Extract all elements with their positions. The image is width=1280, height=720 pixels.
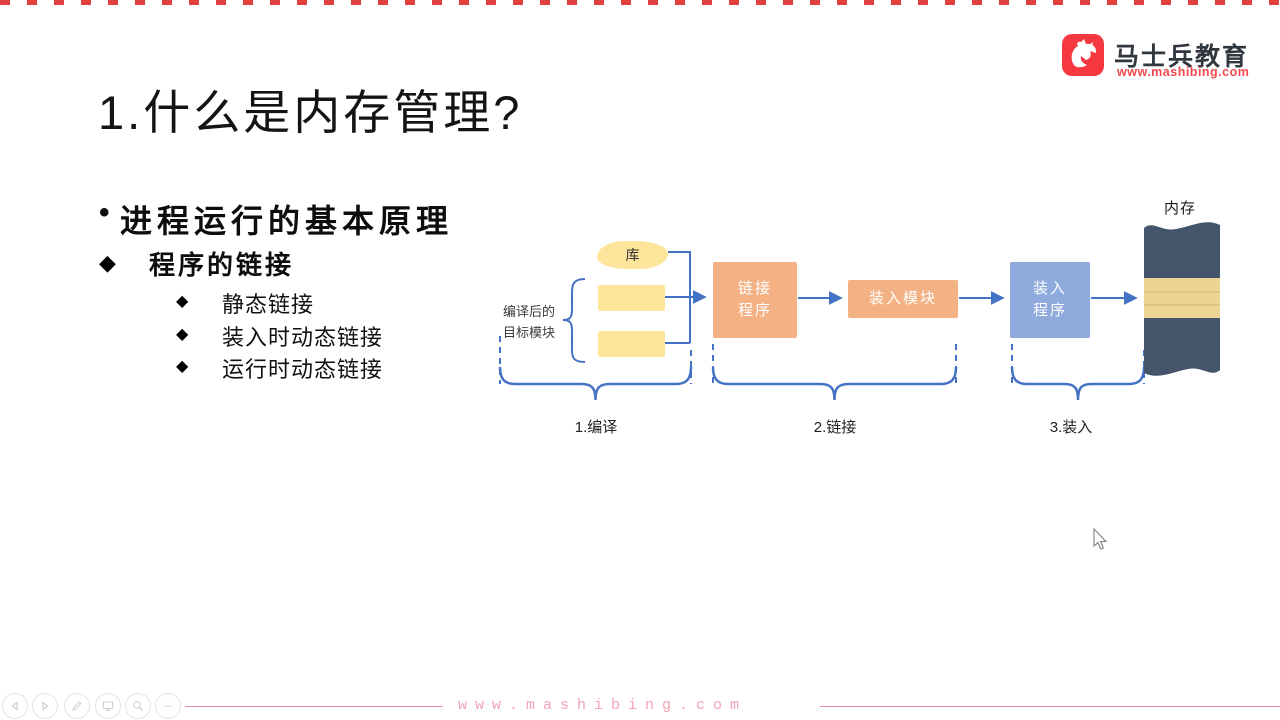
outline-sub-runtime-link: 运行时动态链接 (222, 357, 384, 382)
next-slide-button[interactable] (32, 693, 58, 719)
previous-slide-button[interactable] (2, 693, 28, 719)
bullet-dot: • (99, 196, 110, 229)
linker-label-line1: 链接 (737, 279, 772, 297)
outline-sub-static-link: 静态链接 (222, 292, 315, 317)
memory-label: 内存 (1164, 200, 1197, 217)
loader-label-line2: 程序 (1032, 302, 1067, 319)
more-options-button[interactable] (155, 693, 181, 719)
loader-program-node: 装入 程序 (1010, 262, 1090, 338)
object-module-1 (598, 285, 665, 311)
present-display-button[interactable] (95, 693, 121, 719)
watermark-line-left (185, 706, 443, 707)
library-label: 库 (625, 247, 640, 263)
bullet-diamond: ◆ (176, 293, 189, 310)
magnifier-icon (133, 701, 144, 712)
present-icon (103, 701, 113, 711)
outline-sub-loadtime-link: 装入时动态链接 (222, 325, 384, 350)
ellipsis-icon (164, 705, 172, 707)
object-modules-caption: 编译后的 目标模块 (503, 302, 567, 344)
object-module-2 (598, 331, 665, 357)
brand-name: 马士兵教育 (1114, 43, 1250, 71)
recording-indicator-dashes (0, 0, 1280, 5)
object-modules-caption-line1: 编译后的 (503, 304, 556, 319)
stage-label-link: 2.链接 (813, 419, 857, 436)
mouse-cursor (1093, 528, 1108, 550)
library-node: 库 (597, 241, 668, 269)
stage-label-compile: 1.编译 (574, 419, 618, 436)
outline-item-linking: 程序的链接 (149, 250, 295, 280)
slide-title: 1.什么是内存管理? (98, 86, 523, 139)
pen-annotate-button[interactable] (64, 693, 90, 719)
zoom-button[interactable] (125, 693, 151, 719)
watermark-line-right (820, 706, 1280, 707)
watermark-text: www.mashibing.com (458, 697, 748, 714)
bullet-diamond: ◆ (176, 358, 189, 375)
outline-item-principle: 进程运行的基本原理 (120, 203, 454, 239)
loader-label-line1: 装入 (1032, 279, 1067, 297)
load-module-label: 装入模块 (868, 289, 937, 307)
load-module-node: 装入模块 (848, 280, 958, 318)
bullet-diamond: ◆ (99, 250, 116, 275)
bullet-diamond: ◆ (176, 326, 189, 343)
brand-logo-horse-icon (1062, 34, 1104, 76)
brand-url: www.mashibing.com (1117, 65, 1250, 79)
stage-label-load: 3.装入 (1049, 419, 1093, 436)
linker-label-line2: 程序 (737, 302, 772, 319)
pen-icon (72, 701, 82, 711)
linker-program-node: 链接 程序 (713, 262, 797, 338)
object-modules-caption-line2: 目标模块 (503, 324, 556, 340)
previous-icon (11, 701, 18, 711)
next-icon (42, 701, 49, 711)
